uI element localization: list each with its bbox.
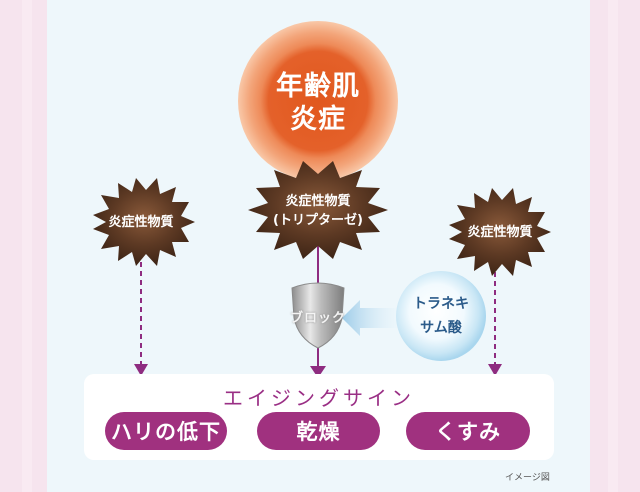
- center-burst-label-line1: 炎症性物質: [285, 194, 351, 209]
- left-arrow-head: [134, 364, 148, 376]
- core-label-line2: 炎症: [290, 104, 346, 135]
- right-frame-stripe: [608, 0, 618, 492]
- tranexamic-acid-line2: サム酸: [420, 320, 462, 336]
- center-burst-label: 炎症性物質 (トリプターゼ): [258, 192, 378, 230]
- center-burst-label-line2: (トリプターゼ): [273, 213, 363, 228]
- left-inflammatory-burst: [93, 178, 195, 266]
- image-note: イメージ図: [505, 473, 550, 483]
- block-label: ブロック: [289, 311, 346, 326]
- age-skin-inflammation-circle: [238, 21, 398, 181]
- aging-sign-dullness: くすみ: [406, 412, 530, 450]
- block-shield: [291, 282, 345, 349]
- core-label-line1: 年齢肌: [276, 71, 360, 102]
- right-burst-label: 炎症性物質: [467, 225, 533, 240]
- core-label: 年齢肌 炎症: [258, 70, 378, 136]
- aging-sign-firmness-loss: ハリの低下: [105, 412, 227, 450]
- aging-sign-dryness: 乾燥: [257, 412, 380, 450]
- tranexamic-acid-label: トラネキ サム酸: [401, 292, 481, 340]
- center-inflammatory-burst: [248, 161, 388, 259]
- right-inflammatory-burst: [449, 188, 551, 276]
- tranexamic-acid-line1: トラネキ: [413, 296, 469, 312]
- aging-signs-title: エイジングサイン: [223, 386, 415, 410]
- left-burst-label: 炎症性物質: [108, 215, 174, 230]
- inhibit-arrow: [342, 300, 400, 336]
- center-arrow-head: [310, 366, 326, 378]
- left-frame-stripe: [22, 0, 32, 492]
- tranexamic-acid-circle: [396, 271, 486, 361]
- right-arrow-head: [488, 364, 502, 376]
